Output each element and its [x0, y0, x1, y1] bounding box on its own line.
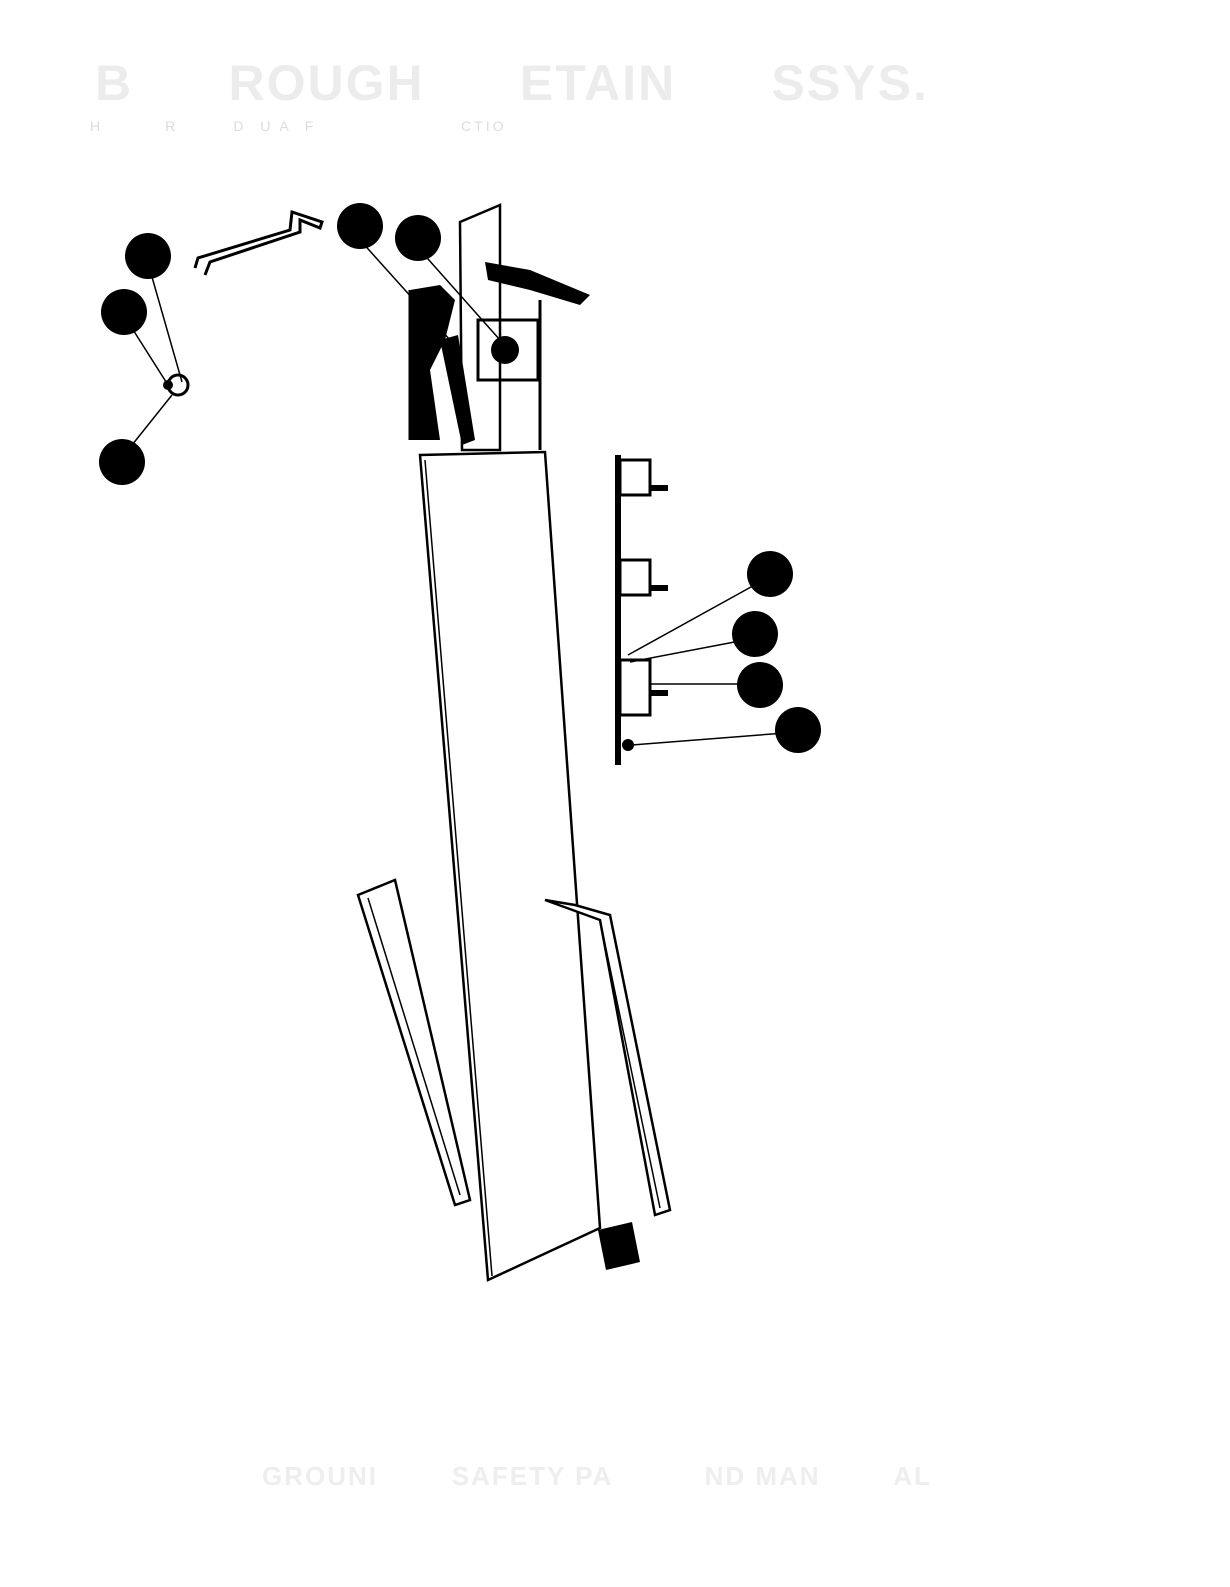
main-plate-edge [424, 459, 493, 1277]
retainer-strip [615, 455, 621, 765]
latch-knob [491, 336, 519, 364]
page-title: B ROUGH ETAIN SSYS. [95, 55, 929, 111]
callout-marker [737, 662, 783, 708]
callout-marker [101, 289, 147, 335]
main-plate [418, 450, 602, 1282]
leader-lines [127, 239, 786, 746]
callout-marker [395, 215, 441, 261]
z-bracket [193, 209, 324, 276]
left-angle-bar [356, 878, 472, 1207]
latch-housing [476, 318, 540, 382]
callout-marker [337, 203, 383, 249]
callout-marker [732, 611, 778, 657]
callout-marker [747, 551, 793, 597]
retainer-teeth [618, 458, 668, 751]
page-footer: GROUNI SAFETY PA ND MAN AL [262, 1461, 933, 1491]
left-angle-bar-edge [367, 897, 461, 1196]
right-angle-bar-edge [599, 919, 661, 1209]
callout-marker [99, 439, 145, 485]
cylinder-stub [598, 1222, 640, 1270]
callout-marker [775, 707, 821, 753]
callout-markers [99, 203, 821, 753]
callout-marker [125, 233, 171, 279]
clamp-jaw [410, 285, 455, 440]
clamp-spring [440, 335, 475, 445]
latch-plate [485, 262, 590, 305]
page-subtitle: H R D U A F CTIO [90, 118, 507, 134]
